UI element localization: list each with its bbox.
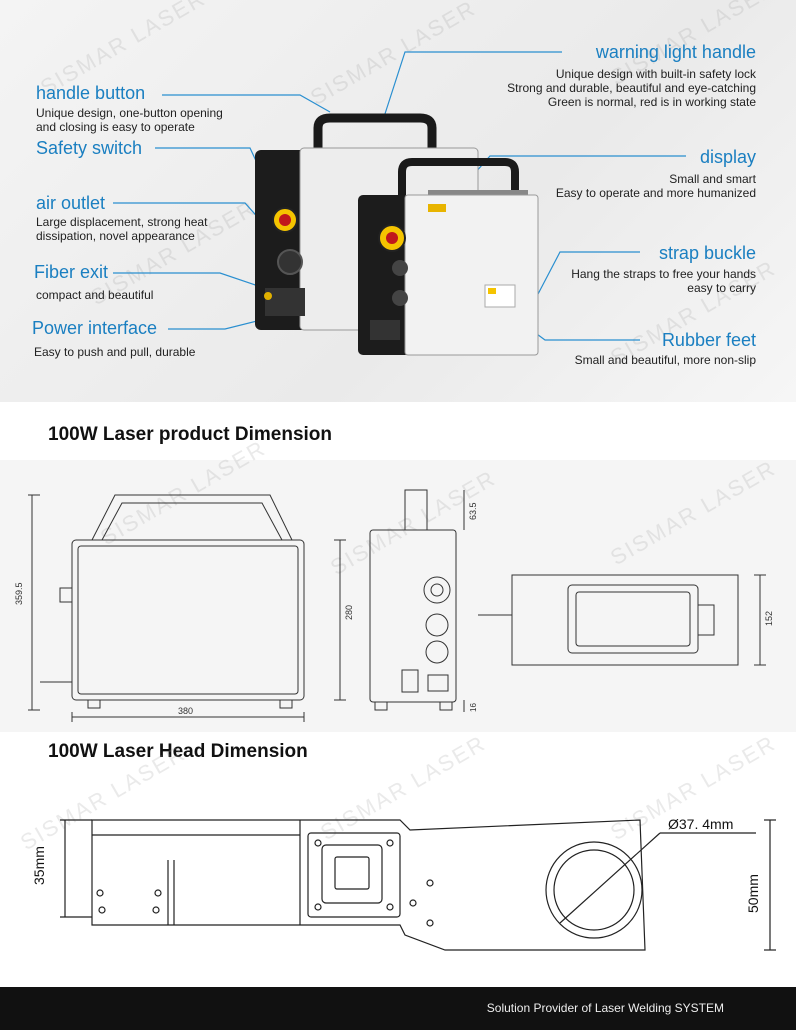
safety-switch-title: Safety switch xyxy=(36,138,143,158)
air-outlet-desc: Large displacement, strong heat dissipat… xyxy=(36,215,208,243)
rubber-feet-desc: Small and beautiful, more non-slip xyxy=(574,353,756,367)
product-dimension-svg: 359.5 380 280 63.5 16 152 xyxy=(14,489,774,722)
dim-head-width: 50mm xyxy=(745,874,761,913)
dim-handle-height: 63.5 xyxy=(468,502,478,520)
display-desc: Small and smart Easy to operate and more… xyxy=(555,172,756,200)
head-dimension-heading: 100W Laser Head Dimension xyxy=(48,741,308,762)
product-dimension-drawing: SISMAR LASER SISMAR LASER SISMAR LASER xyxy=(0,435,796,732)
dim-foot: 16 xyxy=(469,703,478,712)
air-outlet-title: air outlet xyxy=(36,193,106,213)
footer-bar: Solution Provider of Laser Welding SYSTE… xyxy=(0,987,796,1030)
warning-light-handle-desc: Unique design with built-in safety lock … xyxy=(507,67,756,109)
dim-head-diameter: Ø37. 4mm xyxy=(668,816,733,832)
warning-light-handle-title: warning light handle xyxy=(595,42,756,62)
display-title: display xyxy=(699,147,756,167)
dim-height: 359.5 xyxy=(14,582,24,605)
dim-head-height: 35mm xyxy=(31,846,47,885)
head-dimension-drawing: SISMAR LASER SISMAR LASER SISMAR LASER xyxy=(0,730,796,985)
dim-depth: 152 xyxy=(764,611,774,626)
power-interface-desc: Easy to push and pull, durable xyxy=(34,345,196,359)
dim-body-height: 280 xyxy=(344,605,354,620)
small-machine xyxy=(358,158,539,356)
features-section: SISMAR LASER SISMAR LASER SISMAR LASER S… xyxy=(0,0,796,402)
dim-width: 380 xyxy=(178,706,193,716)
rubber-feet-title: Rubber feet xyxy=(661,330,756,350)
product-illustration xyxy=(113,51,686,356)
head-dimension-svg: 35mm Ø37. 4mm 50mm xyxy=(31,816,776,951)
strap-buckle-desc: Hang the straps to free your hands easy … xyxy=(571,267,756,295)
power-interface-title: Power interface xyxy=(32,318,158,338)
handle-button-title: handle button xyxy=(36,83,146,103)
fiber-exit-title: Fiber exit xyxy=(34,262,109,282)
fiber-exit-desc: compact and beautiful xyxy=(36,288,154,302)
handle-button-desc: Unique design, one-button opening and cl… xyxy=(36,106,223,134)
strap-buckle-title: strap buckle xyxy=(658,243,756,263)
product-dimension-heading: 100W Laser product Dimension xyxy=(48,424,333,445)
footer-text: Solution Provider of Laser Welding SYSTE… xyxy=(486,1001,724,1015)
